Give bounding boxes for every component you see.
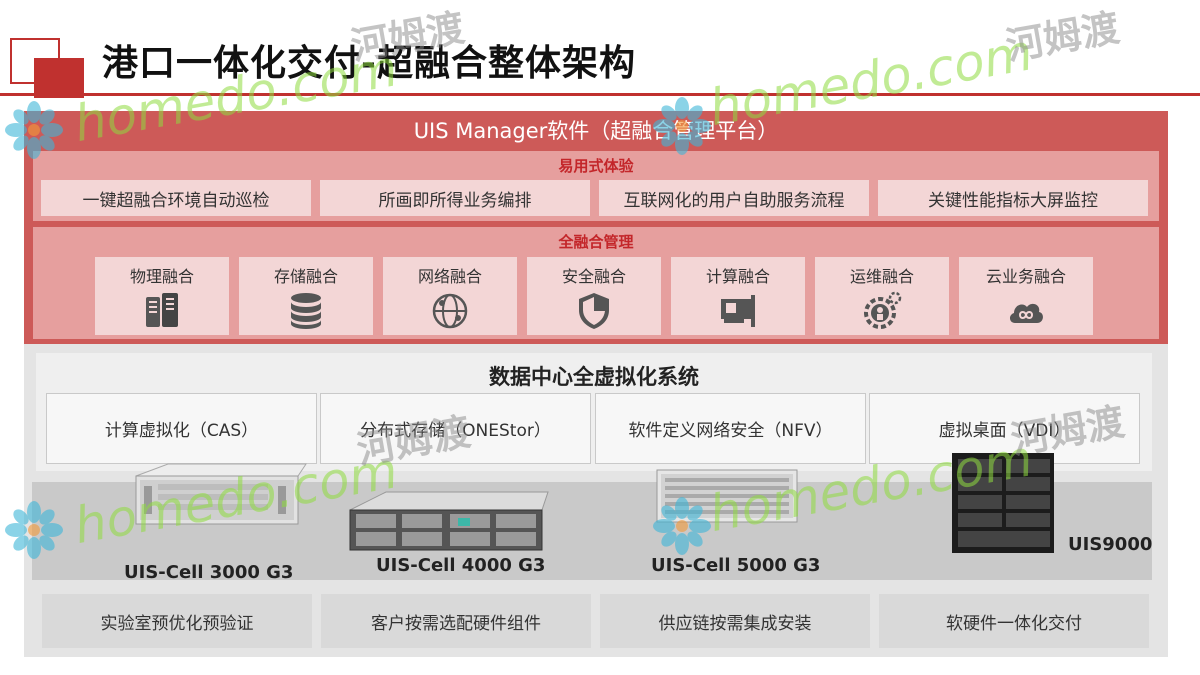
logo-square-filled bbox=[34, 58, 84, 98]
tile-label: 存储融合 bbox=[273, 267, 338, 286]
compute-card-icon bbox=[721, 295, 755, 327]
model-label-9000: UIS9000 bbox=[1068, 534, 1153, 555]
service-custom-hardware: 客户按需选配硬件组件 bbox=[321, 594, 591, 648]
service-integrated-delivery: 软硬件一体化交付 bbox=[879, 594, 1149, 648]
service-lab-validation: 实验室预优化预验证 bbox=[42, 594, 312, 648]
watermark-flower-icon bbox=[653, 497, 711, 555]
server-3000-image bbox=[135, 463, 307, 525]
virt-item-nfv: 软件定义网络安全（NFV） bbox=[595, 393, 866, 464]
physical-server-icon bbox=[146, 293, 178, 327]
uis9000-chassis-image bbox=[952, 453, 1054, 553]
ops-gear-icon bbox=[864, 291, 902, 329]
easy-item-self-service: 互联网化的用户自助服务流程 bbox=[599, 180, 869, 216]
tile-cloud: 云业务融合 bbox=[959, 257, 1093, 335]
tile-storage: 存储融合 bbox=[239, 257, 373, 335]
virtualization-panel: 数据中心全虚拟化系统 计算虚拟化（CAS） 分布式存储（ONEStor） 软件定… bbox=[36, 353, 1152, 471]
manager-title: UIS Manager软件（超融合管理平台） bbox=[413, 119, 779, 143]
shield-icon bbox=[579, 293, 609, 329]
title-divider bbox=[0, 93, 1200, 96]
tile-security: 安全融合 bbox=[527, 257, 661, 335]
logo-mark bbox=[10, 38, 84, 98]
model-label-4000: UIS-Cell 4000 G3 bbox=[376, 555, 546, 576]
network-globe-icon bbox=[432, 293, 468, 329]
watermark-cn: 河姆渡 bbox=[1002, 5, 1123, 69]
model-label-5000: UIS-Cell 5000 G3 bbox=[651, 555, 821, 576]
tile-label: 云业务融合 bbox=[985, 267, 1066, 286]
easy-experience-label: 易用式体验 bbox=[558, 157, 634, 175]
easy-item-kpi-monitor: 关键性能指标大屏监控 bbox=[878, 180, 1148, 216]
watermark-flower-icon bbox=[5, 101, 63, 159]
tile-label: 运维融合 bbox=[849, 267, 914, 286]
server-4000-image bbox=[349, 491, 549, 551]
watermark-flower-icon bbox=[5, 501, 63, 559]
tile-label: 网络融合 bbox=[417, 267, 482, 286]
tile-ops: 运维融合 bbox=[815, 257, 949, 335]
virt-item-vdi: 虚拟桌面（VDI） bbox=[869, 393, 1140, 464]
tile-label: 计算融合 bbox=[705, 267, 770, 286]
service-supply-chain: 供应链按需集成安装 bbox=[600, 594, 870, 648]
full-convergence-label: 全融合管理 bbox=[558, 233, 634, 251]
tile-label: 物理融合 bbox=[129, 267, 194, 286]
tile-compute: 计算融合 bbox=[671, 257, 805, 335]
watermark-flower-icon bbox=[653, 97, 711, 155]
easy-item-auto-inspection: 一键超融合环境自动巡检 bbox=[41, 180, 311, 216]
virt-item-onestor: 分布式存储（ONEStor） bbox=[320, 393, 591, 464]
easy-experience-section: 易用式体验 一键超融合环境自动巡检 所画即所得业务编排 互联网化的用户自助服务流… bbox=[33, 151, 1159, 221]
page-title: 港口一体化交付-超融合整体架构 bbox=[102, 43, 636, 84]
uis-manager-panel: UIS Manager软件（超融合管理平台） 易用式体验 一键超融合环境自动巡检… bbox=[24, 111, 1168, 344]
cloud-icon bbox=[1009, 303, 1043, 323]
virt-item-cas: 计算虚拟化（CAS） bbox=[46, 393, 317, 464]
virtualization-title: 数据中心全虚拟化系统 bbox=[489, 365, 699, 389]
model-label-3000: UIS-Cell 3000 G3 bbox=[124, 562, 294, 583]
database-icon bbox=[291, 293, 321, 329]
tile-label: 安全融合 bbox=[561, 267, 626, 286]
easy-item-orchestration: 所画即所得业务编排 bbox=[320, 180, 590, 216]
full-convergence-section: 全融合管理 物理融合 存储融合 网络融合 bbox=[33, 227, 1159, 339]
tile-network: 网络融合 bbox=[383, 257, 517, 335]
tile-physical: 物理融合 bbox=[95, 257, 229, 335]
